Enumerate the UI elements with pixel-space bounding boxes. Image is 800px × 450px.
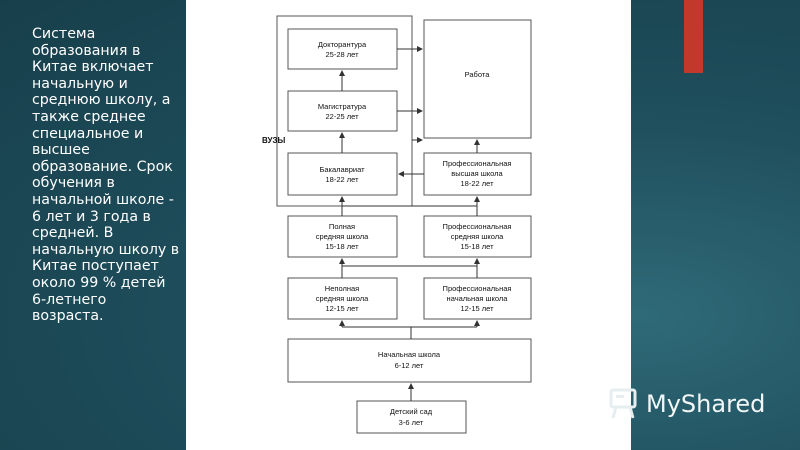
bakalavriat-line1: Бакалавриат [319,165,365,174]
rabota-label: Работа [465,70,491,79]
doctorantura-line2: 25-28 лет [326,50,360,59]
detsky-sad-line1: Детский сад [390,407,433,416]
box-doctorantura [287,28,398,70]
box-prof-srednyaya [423,215,532,258]
box-prof-vysshaya [423,152,532,196]
polnaya-line3: 15-18 лет [326,242,360,251]
bakalavriat-line2: 18-22 лет [326,175,360,184]
box-detsky-sad [356,400,467,434]
box-nepolnaya-srednyaya [287,277,398,320]
detsky-sad-line2: 3-6 лет [399,418,424,427]
prof-srednyaya-line2: средняя школа [451,232,504,241]
prof-vysshaya-line2: высшая школа [451,169,503,178]
doctorantura-line1: Докторантура [318,40,367,49]
nachalnaya-line1: Начальная школа [378,350,441,359]
prof-srednyaya-line3: 15-18 лет [461,242,495,251]
box-polnaya-srednyaya [287,215,398,258]
prof-nachalnaya-line2: начальная школа [447,294,509,303]
magistratura-line1: Магистратура [318,102,367,111]
nepolnaya-line1: Неполная [325,284,359,293]
vuz-label: ВУЗЫ [262,136,285,145]
polnaya-line2: средняя школа [316,232,369,241]
watermark-text: MyShared [646,390,766,418]
nepolnaya-line2: средняя школа [316,294,369,303]
prof-nachalnaya-line1: Профессиональная [443,284,512,293]
box-magistratura [287,90,398,132]
magistratura-line2: 22-25 лет [326,112,360,121]
nepolnaya-line3: 12-15 лет [326,304,360,313]
box-prof-nachalnaya [423,277,532,320]
prof-srednyaya-line1: Профессиональная [443,222,512,231]
box-nachalnaya [287,338,532,383]
prof-vysshaya-line3: 18-22 лет [461,179,495,188]
box-rabota [423,19,532,139]
accent-bar [684,0,703,73]
box-bakalavriat [287,152,398,196]
polnaya-line1: Полная [329,222,355,231]
watermark: MyShared [604,384,765,424]
prof-nachalnaya-line3: 12-15 лет [461,304,495,313]
presentation-board-icon [609,388,637,419]
description-text: Система образования в Китае включает нач… [32,26,180,325]
prof-vysshaya-line1: Профессиональная [443,159,512,168]
nachalnaya-line2: 6-12 лет [395,361,424,370]
